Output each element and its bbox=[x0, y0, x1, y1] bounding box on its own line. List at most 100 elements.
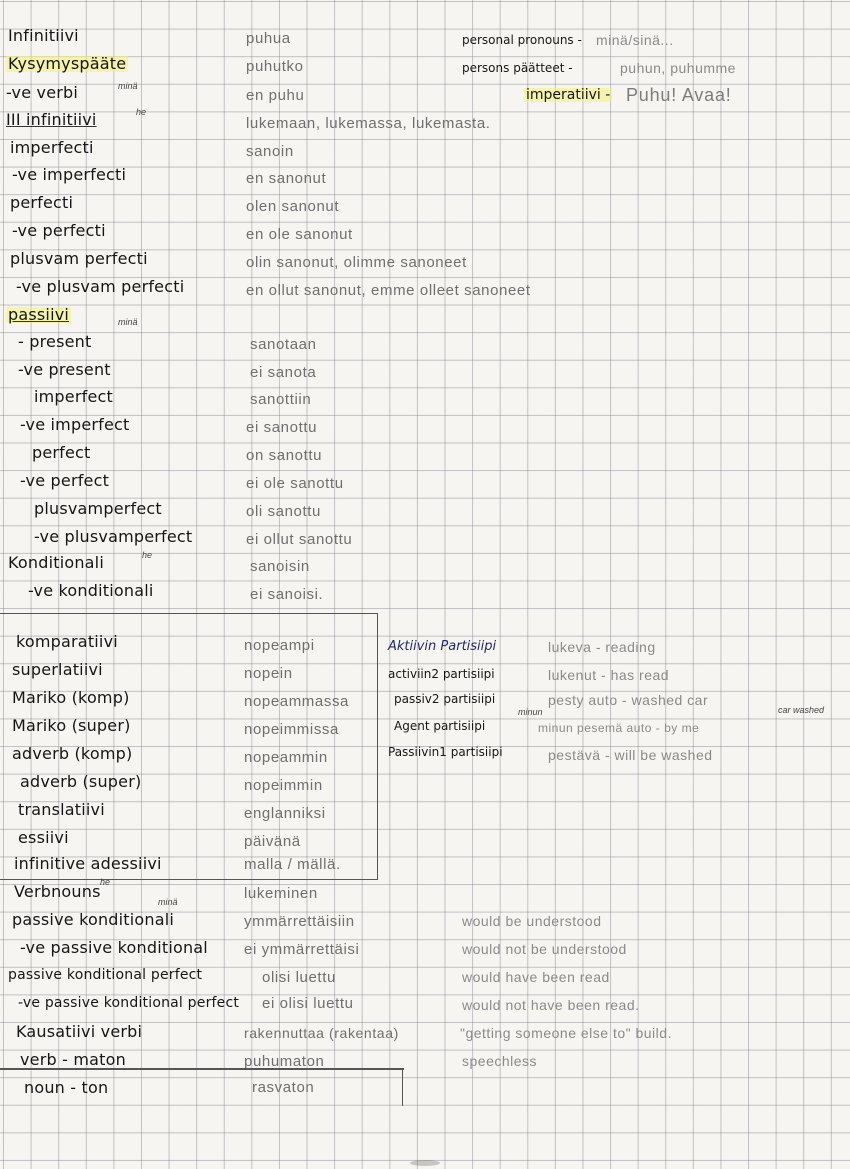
example-superlatiivi: nopein bbox=[244, 665, 293, 682]
comparison-box bbox=[0, 613, 378, 880]
example-mariko-komp: nopeammassa bbox=[244, 693, 349, 710]
example-passive-konditionali: ymmärrettäisiin bbox=[244, 913, 355, 930]
term-present: - present bbox=[18, 332, 92, 351]
example-perfect: on sanottu bbox=[246, 447, 323, 464]
term-ve-plusvamperfect: -ve plusvamperfect bbox=[34, 527, 193, 546]
example-kysymyspaate: puhutko bbox=[246, 58, 304, 75]
term-passiv2-partisiipi: passiv2 partisiipi bbox=[394, 692, 496, 706]
example-passive-konditional-perfect: olisi luettu bbox=[262, 969, 336, 986]
term-adverb-komp: adverb (komp) bbox=[12, 744, 133, 763]
superscript-he-3: he bbox=[100, 877, 111, 887]
superscript-mina-2: minä bbox=[118, 317, 138, 327]
example-ve-verbi: en puhu bbox=[246, 87, 305, 104]
term-infinitiivi: Infinitiivi bbox=[8, 26, 79, 45]
passive-heading: passiivi bbox=[6, 305, 72, 324]
term-plusvam-perfecti: plusvam perfecti bbox=[10, 249, 148, 268]
term-plusvamperfect: plusvamperfect bbox=[34, 499, 162, 518]
example-infinitive-adessiivi: malla / mällä. bbox=[244, 856, 341, 873]
term-ve-imperfecti: -ve imperfecti bbox=[12, 165, 127, 184]
persons-endings-value: puhun, puhumme bbox=[620, 60, 736, 76]
term-verb-maton: verb - maton bbox=[20, 1050, 126, 1069]
term-verbnouns: Verbnouns bbox=[14, 882, 101, 901]
example-mariko-super: nopeimmissa bbox=[244, 721, 339, 738]
term-mariko-komp: Mariko (komp) bbox=[12, 688, 130, 707]
term-imperfect: imperfect bbox=[34, 387, 113, 406]
term-superlatiivi: superlatiivi bbox=[12, 660, 103, 679]
superscript-he-2: he bbox=[142, 550, 153, 560]
term-essiivi: essiivi bbox=[18, 828, 69, 847]
term-kausatiivi-verbi: Kausatiivi verbi bbox=[16, 1022, 143, 1041]
term-ve-konditionali: -ve konditionali bbox=[28, 581, 154, 600]
example-translatiivi: englanniksi bbox=[244, 805, 326, 822]
example-verbnouns: lukeminen bbox=[244, 885, 318, 902]
meaning-passive-konditional-perfect: would have been read bbox=[462, 969, 610, 985]
example-ve-plusvamperfect: ei ollut sanottu bbox=[246, 531, 353, 548]
term-ve-perfect: -ve perfect bbox=[20, 471, 110, 490]
scan-mark bbox=[410, 1160, 440, 1166]
example-perfecti: olen sanonut bbox=[246, 198, 340, 215]
superscript-mina-3: minä bbox=[158, 897, 178, 907]
term-ve-plusvam-perfecti: -ve plusvam perfecti bbox=[16, 277, 185, 296]
term-ve-present: -ve present bbox=[18, 360, 111, 379]
meaning-verb-maton: speechless bbox=[462, 1053, 538, 1069]
example-adverb-super: nopeimmin bbox=[244, 777, 323, 794]
example-ve-imperfect: ei sanottu bbox=[246, 419, 318, 436]
example-ve-passive-konditional-perfect: ei olisi luettu bbox=[262, 995, 354, 1012]
term-kysymyspaate: Kysymyspääte bbox=[6, 54, 129, 73]
example-ve-plusvam-perfecti: en ollut sanonut, emme olleet sanoneet bbox=[246, 282, 531, 299]
example-ve-present: ei sanota bbox=[250, 364, 317, 381]
example-present: sanotaan bbox=[250, 336, 317, 353]
term-ve-imperfect: -ve imperfect bbox=[20, 415, 130, 434]
note-car-washed: car washed bbox=[778, 705, 825, 715]
term-ve-passive-konditional-perfect: -ve passive konditional perfect bbox=[18, 995, 240, 1011]
term-noun-ton: noun - ton bbox=[24, 1078, 109, 1097]
meaning-kausatiivi-verbi: "getting someone else to" build. bbox=[460, 1025, 672, 1041]
example-verb-maton: puhumaton bbox=[244, 1053, 325, 1070]
example-kausatiivi-verbi: rakennuttaa (rakentaa) bbox=[244, 1025, 399, 1041]
example-konditionali: sanoisin bbox=[250, 558, 310, 575]
example-imperfecti: sanoin bbox=[246, 143, 294, 160]
example-komparatiivi: nopeampi bbox=[244, 637, 315, 654]
example-noun-ton: rasvaton bbox=[252, 1079, 315, 1096]
term-activiin2-partisiipi: activiin2 partisiipi bbox=[388, 667, 495, 681]
term-aktiivin-partisiipi: Aktiivin Partisiipi bbox=[388, 639, 497, 654]
term-passive-konditionali: passive konditionali bbox=[12, 910, 175, 929]
imperatiivi-value: Puhu! Avaa! bbox=[626, 85, 732, 105]
personal-pronouns-label: personal pronouns - bbox=[462, 33, 582, 47]
example-activiin2-partisiipi: lukenut - has read bbox=[548, 667, 670, 683]
example-adverb-komp: nopeammin bbox=[244, 749, 328, 766]
example-ve-imperfecti: en sanonut bbox=[246, 170, 327, 187]
example-ve-konditionali: ei sanoisi. bbox=[250, 586, 324, 603]
superscript-he: he bbox=[136, 107, 147, 117]
example-imperfect: sanottiin bbox=[250, 391, 312, 408]
term-perfecti: perfecti bbox=[10, 193, 74, 212]
term-ve-passive-konditional: -ve passive konditional bbox=[20, 938, 208, 957]
meaning-passive-konditionali: would be understood bbox=[462, 913, 602, 929]
term-passiivin1-partisiipi: Passiivin1 partisiipi bbox=[388, 745, 503, 759]
term-infinitive-adessiivi: infinitive adessiivi bbox=[14, 854, 162, 873]
persons-endings-label: persons päätteet - bbox=[462, 61, 573, 75]
term-ve-perfecti: -ve perfecti bbox=[12, 221, 106, 240]
term-imperfecti: imperfecti bbox=[10, 138, 94, 157]
term-mariko-super: Mariko (super) bbox=[12, 716, 131, 735]
meaning-ve-passive-konditional-perfect: would not have been read. bbox=[462, 997, 640, 1013]
example-agent-partisiipi: minun pesemä auto - by me bbox=[538, 721, 700, 735]
example-aktiivin-partisiipi: lukeva - reading bbox=[548, 639, 656, 655]
divider-line bbox=[0, 1068, 404, 1070]
personal-pronouns-value: minä/sinä... bbox=[596, 32, 674, 48]
example-iii-infinitiivi: lukemaan, lukemassa, lukemasta. bbox=[246, 115, 491, 132]
superscript-minun: minun bbox=[518, 707, 543, 717]
example-essiivi: päivänä bbox=[244, 833, 301, 850]
example-ve-perfect: ei ole sanottu bbox=[246, 475, 344, 492]
meaning-ve-passive-konditional: would not be understood bbox=[462, 941, 627, 957]
example-plusvamperfect: oli sanottu bbox=[246, 503, 321, 520]
term-translatiivi: translatiivi bbox=[18, 800, 105, 819]
imperatiivi-label: imperatiivi - bbox=[524, 87, 613, 103]
example-infinitiivi: puhua bbox=[246, 30, 291, 47]
term-konditionali: Konditionali bbox=[8, 553, 104, 572]
example-ve-perfecti: en ole sanonut bbox=[246, 226, 353, 243]
term-iii-infinitiivi: III infinitiivi bbox=[6, 110, 97, 129]
term-adverb-super: adverb (super) bbox=[20, 772, 142, 791]
example-plusvam-perfecti: olin sanonut, olimme sanoneet bbox=[246, 254, 467, 271]
term-ve-verbi: -ve verbi bbox=[6, 83, 79, 102]
